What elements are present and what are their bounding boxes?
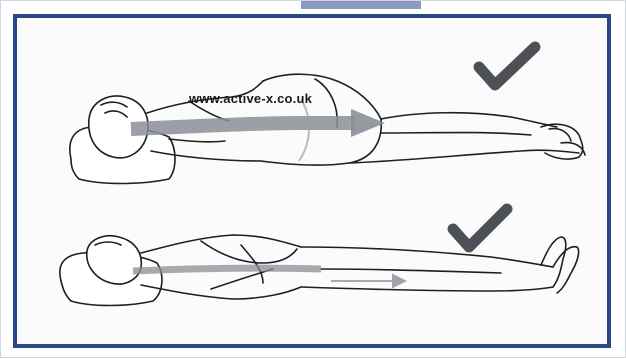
checkmark-icon: [453, 209, 507, 247]
watermark-url: www.active-x.co.uk: [189, 91, 312, 106]
checkmark-icon: [479, 47, 535, 85]
